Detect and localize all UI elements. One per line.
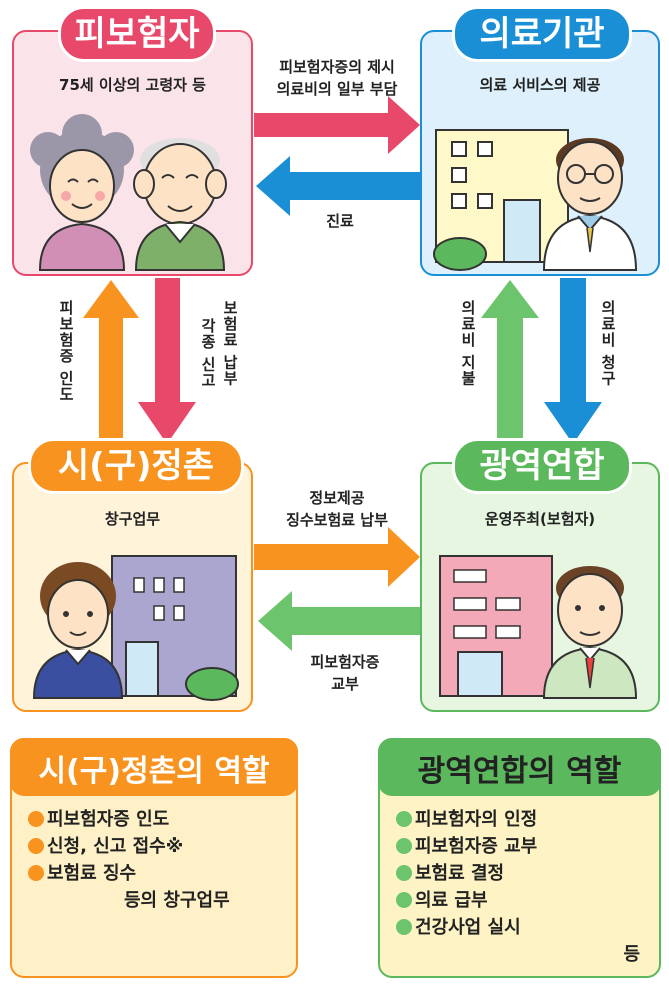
- union-title: 광역연합: [452, 438, 632, 494]
- label-insured-to-hospital: 피보험자증의 제시 의료비의 일부 부담: [276, 58, 398, 98]
- label-hospital-to-insured: 진료: [326, 212, 354, 230]
- label-union-to-municipality: 피보험자증 교부: [310, 653, 380, 693]
- list-item: 피보험자의 인정: [396, 806, 648, 833]
- municipality-roles-header: [10, 738, 298, 796]
- list-item: 보험료 징수: [28, 860, 290, 887]
- label-insured-to-municipality-a: 각종 신고: [199, 318, 217, 389]
- union-office-illustration: [439, 555, 638, 699]
- arrow-insured-to-municipality: [138, 278, 196, 444]
- list-item: 건강사업 실시: [396, 914, 648, 941]
- union-roles-header: [378, 738, 661, 796]
- label-municipality-to-union: 정보제공 징수보험료 납부: [286, 489, 388, 529]
- arrow-hospital-to-union: [544, 278, 602, 444]
- insured-title: 피보험자: [58, 6, 216, 62]
- label-insured-to-municipality-b: 보험료 납부: [221, 300, 239, 387]
- arrow-municipality-to-union: [254, 527, 420, 587]
- hospital-title: 의료기관: [452, 6, 632, 62]
- list-item: 보험료 결정: [396, 860, 648, 887]
- list-item: 피보험자증 인도: [28, 806, 290, 833]
- label-hospital-to-union: 의료비 청구: [599, 300, 617, 387]
- label-municipality-to-insured: 피보험증 인도: [57, 300, 75, 403]
- hospital-subtitle: 의료 서비스의 제공: [479, 76, 601, 94]
- roles-footer: 등의 창구업무: [124, 890, 230, 911]
- arrow-union-to-hospital: [481, 280, 539, 440]
- roles-footer: 등: [623, 944, 640, 965]
- municipal-office-illustration: [32, 555, 239, 701]
- arrow-hospital-to-insured: [256, 156, 420, 216]
- list-item: 피보험자증 교부: [396, 833, 648, 860]
- union-roles-list: 피보험자의 인정 피보험자증 교부 보험료 결정 의료 급부 건강사업 실시 등: [396, 806, 648, 968]
- municipality-title: 시(구)정촌: [28, 438, 244, 494]
- union-roles-title: 광역연합의 역할: [417, 754, 622, 789]
- arrow-municipality-to-insured: [83, 280, 139, 440]
- list-item: 신청, 신고 접수※: [28, 833, 290, 860]
- union-subtitle: 운영주최(보험자): [484, 510, 596, 528]
- municipality-subtitle: 창구업무: [104, 510, 161, 528]
- insured-subtitle: 75세 이상의 고령자 등: [59, 76, 206, 94]
- hospital-doctor-illustration: [433, 129, 638, 271]
- label-union-to-hospital: 의료비 지불: [459, 300, 477, 387]
- municipality-roles-title: 시(구)정촌의 역할: [38, 754, 270, 789]
- municipality-roles-list: 피보험자증 인도 신청, 신고 접수※ 보험료 징수 등의 창구업무: [28, 806, 290, 914]
- arrow-union-to-municipality: [258, 591, 420, 651]
- arrow-insured-to-hospital: [254, 96, 420, 154]
- elderly-couple-illustration: [30, 114, 227, 271]
- list-item: 의료 급부: [396, 887, 648, 914]
